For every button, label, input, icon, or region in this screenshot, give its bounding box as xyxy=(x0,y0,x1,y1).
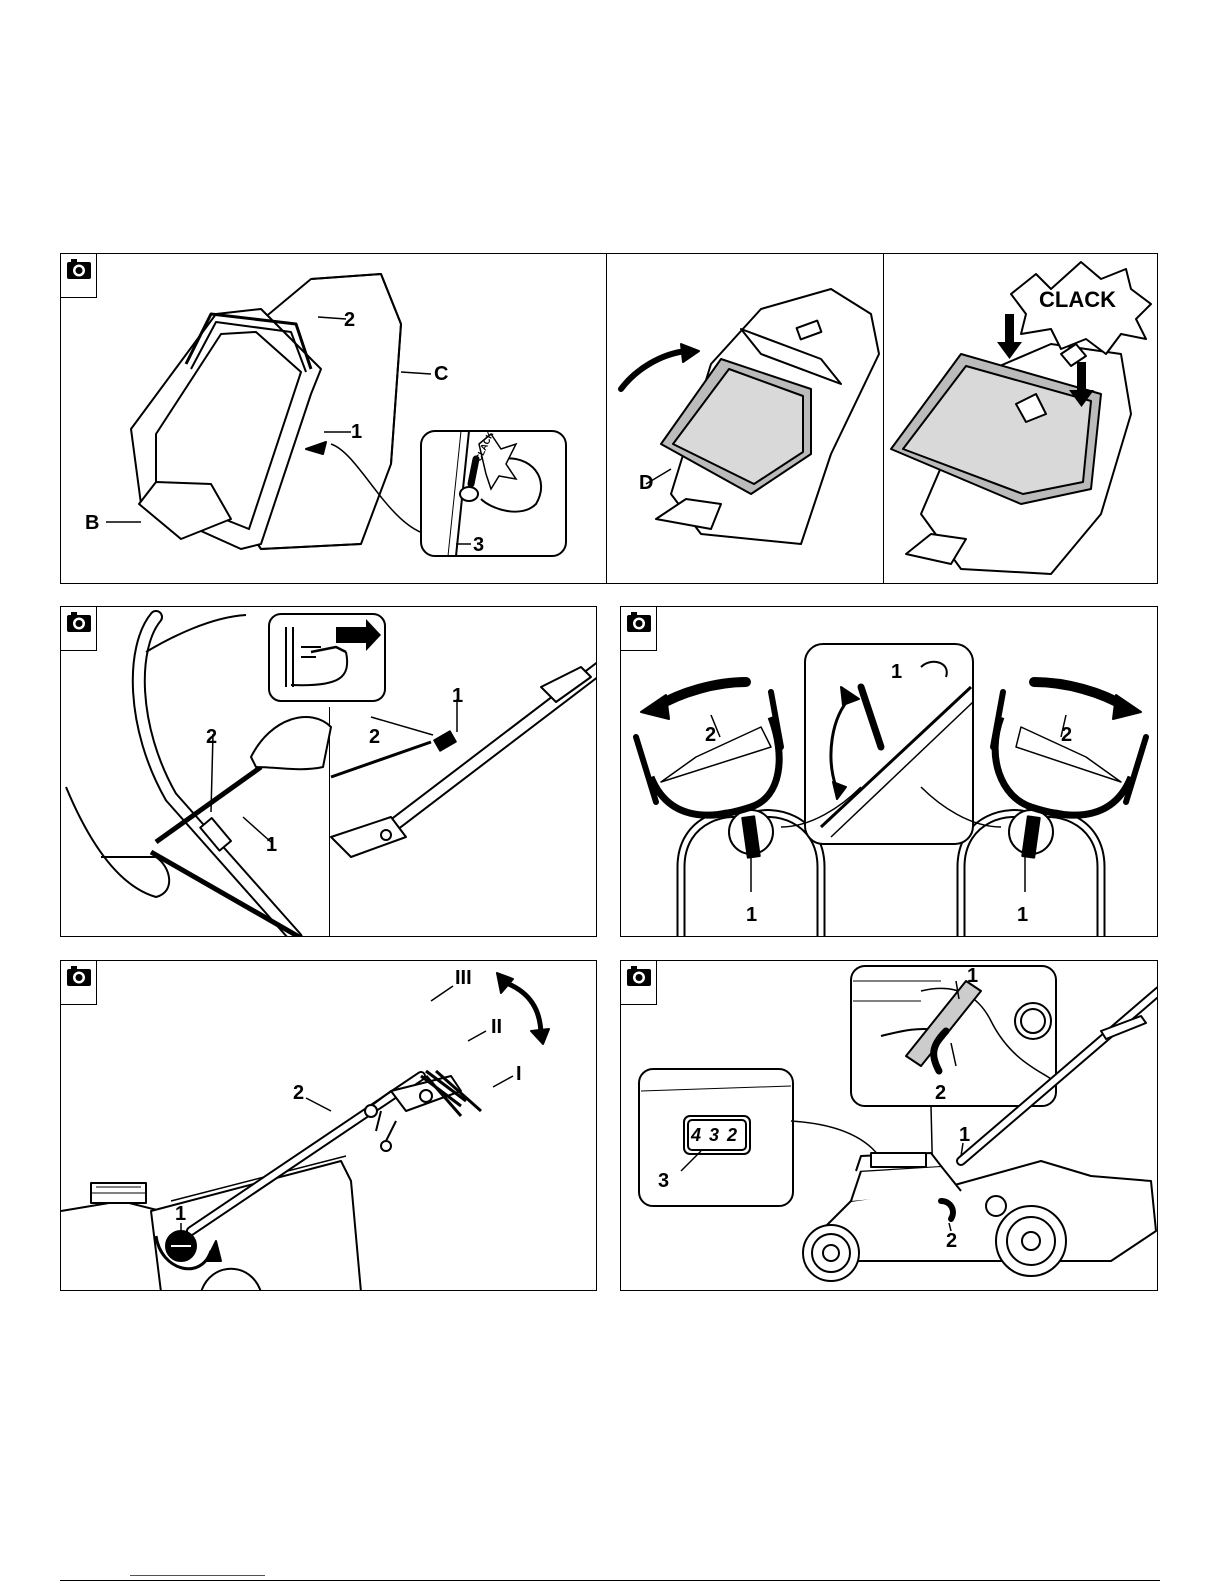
label-1: 1 xyxy=(175,1204,186,1224)
label-1: 1 xyxy=(746,905,757,925)
footer-link-underline[interactable] xyxy=(130,1575,265,1576)
label-2: 2 xyxy=(705,725,716,745)
label-2: 2 xyxy=(935,1083,946,1103)
label-1: 1 xyxy=(1017,905,1028,925)
fuel-gauge-digit: 2 xyxy=(727,1126,737,1144)
fuel-gauge-digit: 3 xyxy=(709,1126,719,1144)
label-2: 2 xyxy=(344,310,355,330)
label-3: 3 xyxy=(658,1171,669,1191)
label-2: 2 xyxy=(946,1231,957,1251)
figure-panel-handle-cable: 2 1 2 1 xyxy=(60,606,597,937)
label-1: 1 xyxy=(891,662,902,682)
label-c: C xyxy=(434,364,448,384)
label-1: 1 xyxy=(959,1125,970,1145)
label-2: 2 xyxy=(1061,725,1072,745)
figure-panel-catcher-assembly: 2 C 1 B 3 D CLACK CLACK xyxy=(60,253,1158,584)
label-3: 3 xyxy=(473,535,484,555)
handle-lever-illustration xyxy=(621,607,1158,937)
figure-panel-fuel-gauge: 1 2 3 1 2 4 3 2 xyxy=(620,960,1158,1291)
fuel-gauge-digit: 4 xyxy=(691,1126,701,1144)
footer-rule xyxy=(60,1580,1160,1581)
label-1: 1 xyxy=(351,422,362,442)
label-2: 2 xyxy=(293,1083,304,1103)
label-i: I xyxy=(516,1064,522,1084)
label-1: 1 xyxy=(266,835,277,855)
handle-height-illustration xyxy=(61,961,597,1291)
label-1: 1 xyxy=(967,966,978,986)
label-2: 2 xyxy=(369,727,380,747)
label-1: 1 xyxy=(452,686,463,706)
label-ii: II xyxy=(491,1017,502,1037)
handle-cable-illustration xyxy=(61,607,597,937)
mower-illustration xyxy=(621,961,1158,1291)
label-2: 2 xyxy=(206,727,217,747)
label-iii: III xyxy=(455,968,472,988)
clack-big-text: CLACK xyxy=(1039,289,1116,311)
label-b: B xyxy=(85,513,99,533)
figure-panel-handle-height: III II I 2 1 xyxy=(60,960,597,1291)
label-d: D xyxy=(639,473,653,493)
grass-catcher-illustration xyxy=(61,254,1158,584)
figure-panel-handle-levers: 1 2 2 1 1 xyxy=(620,606,1158,937)
